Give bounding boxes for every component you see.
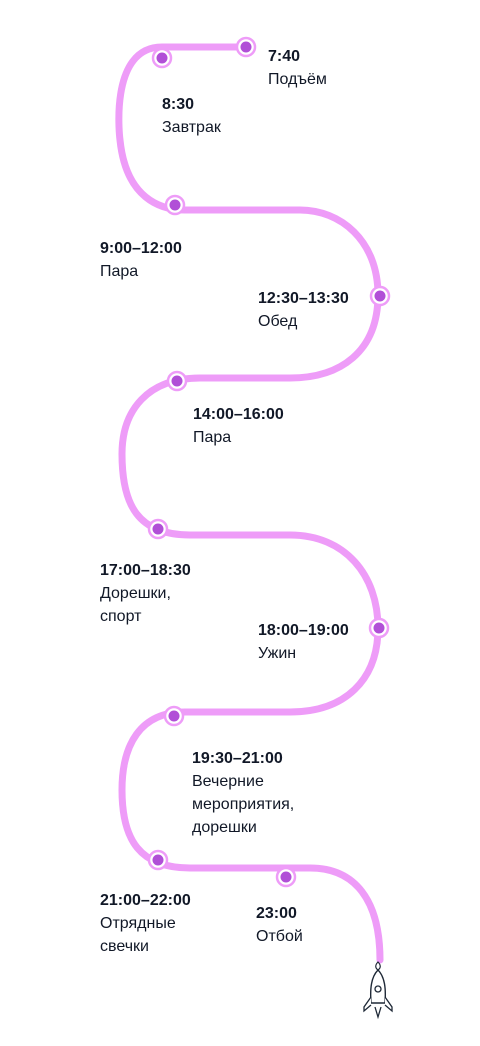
schedule-item-breakfast: 8:30 Завтрак	[162, 94, 221, 139]
timeline-dot	[147, 849, 169, 871]
schedule-label: Подъём	[268, 71, 327, 88]
timeline-dot-core	[152, 854, 164, 866]
schedule-item-wake-up: 7:40 Подъём	[268, 46, 327, 91]
schedule-label: Отбой	[256, 928, 303, 945]
timeline-dot-core	[168, 710, 180, 722]
rocket-flame	[374, 1006, 382, 1020]
schedule-item-class-2: 14:00–16:00 Пара	[193, 404, 284, 449]
timeline-dot-core	[373, 622, 385, 634]
timeline-dot	[164, 194, 186, 216]
timeline-dot-core	[169, 199, 181, 211]
schedule-time: 19:30–21:00	[192, 750, 283, 767]
schedule-time: 21:00–22:00	[100, 892, 191, 909]
timeline-dot-core	[171, 375, 183, 387]
timeline-dot	[369, 285, 391, 307]
rocket-icon	[363, 961, 393, 1020]
schedule-time: 18:00–19:00	[258, 622, 349, 639]
schedule-label: Обед	[258, 313, 298, 330]
schedule-label: Ужин	[258, 645, 297, 662]
schedule-item-class-1: 9:00–12:00 Пара	[100, 238, 182, 283]
timeline-dot	[147, 518, 169, 540]
rocket-tip-flame	[375, 961, 381, 971]
timeline-dot	[368, 617, 390, 639]
schedule-time: 7:40	[268, 48, 301, 65]
schedule-time: 12:30–13:30	[258, 290, 349, 307]
timeline-dot	[166, 370, 188, 392]
timeline-dot-core	[374, 290, 386, 302]
timeline-dot	[151, 47, 173, 69]
timeline-dot-core	[152, 523, 164, 535]
timeline-dot	[275, 866, 297, 888]
rocket-window	[374, 985, 382, 993]
schedule-label: Пара	[193, 429, 232, 446]
schedule-time: 9:00–12:00	[100, 240, 182, 257]
schedule-time: 17:00–18:30	[100, 562, 191, 579]
schedule-time: 14:00–16:00	[193, 406, 284, 423]
rocket-fin-left	[363, 996, 372, 1013]
schedule-item-squad-candles: 21:00–22:00 Отрядные свечки	[100, 890, 200, 958]
schedule-label: Отрядные свечки	[100, 915, 176, 955]
schedule-label: Завтрак	[162, 119, 221, 136]
schedule-item-practice-sport: 17:00–18:30 Дорешки, спорт	[100, 560, 210, 628]
schedule-item-evening-events: 19:30–21:00 Вечерние мероприятия, дорешк…	[192, 748, 322, 839]
schedule-item-dinner: 18:00–19:00 Ужин	[258, 620, 349, 665]
timeline-dot-core	[240, 41, 252, 53]
timeline-dot	[163, 705, 185, 727]
timeline-dot	[235, 36, 257, 58]
schedule-item-lights-out: 23:00 Отбой	[256, 903, 303, 948]
schedule-label: Дорешки, спорт	[100, 585, 171, 625]
rocket-fin-right	[384, 996, 393, 1013]
timeline-dot-core	[156, 52, 168, 64]
schedule-time: 23:00	[256, 905, 297, 922]
schedule-label: Вечерние мероприятия, дорешки	[192, 773, 295, 836]
schedule-item-lunch: 12:30–13:30 Обед	[258, 288, 349, 333]
schedule-time: 8:30	[162, 96, 195, 113]
schedule-label: Пара	[100, 263, 139, 280]
timeline-dot-core	[280, 871, 292, 883]
